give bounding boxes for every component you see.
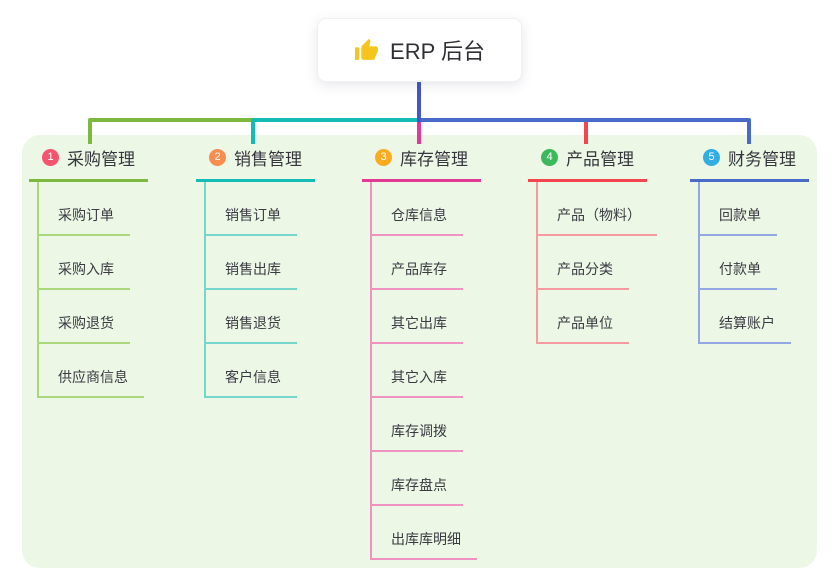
node-product-category[interactable]: 产品分类 <box>538 259 629 290</box>
node-customer-info[interactable]: 客户信息 <box>206 367 297 398</box>
node-row: 供应商信息 <box>39 344 191 398</box>
node-row: 采购退货 <box>39 290 191 344</box>
node-product-stock[interactable]: 产品库存 <box>372 259 463 290</box>
node-stock-count[interactable]: 库存盘点 <box>372 475 463 506</box>
branch-purchase-header[interactable]: 1 采购管理 <box>29 145 148 182</box>
node-row: 回款单 <box>700 182 839 236</box>
node-row: 客户信息 <box>206 344 358 398</box>
node-other-inbound[interactable]: 其它入库 <box>372 367 463 398</box>
root-node-label: ERP 后台 <box>390 39 485 64</box>
node-row: 出库库明细 <box>372 506 524 560</box>
node-other-outbound[interactable]: 其它出库 <box>372 313 463 344</box>
node-row: 库存调拨 <box>372 398 524 452</box>
branch-inventory: 3 库存管理 仓库信息 产品库存 其它出库 其它入库 库存调拨 库存盘点 <box>362 145 524 560</box>
node-outbound-detail[interactable]: 出库库明细 <box>372 529 477 560</box>
thumbs-up-icon <box>355 38 378 60</box>
branch-inventory-header[interactable]: 3 库存管理 <box>362 145 481 182</box>
branch-product-label: 产品管理 <box>566 150 634 169</box>
node-row: 采购入库 <box>39 236 191 290</box>
branch-finance-label: 财务管理 <box>728 150 796 169</box>
node-row: 仓库信息 <box>372 182 524 236</box>
root-node[interactable]: ERP 后台 <box>317 18 522 82</box>
node-purchase-return[interactable]: 采购退货 <box>39 313 130 344</box>
branch-product-children: 产品（物料） 产品分类 产品单位 <box>536 182 690 344</box>
node-row: 产品分类 <box>538 236 690 290</box>
branch-product: 4 产品管理 产品（物料） 产品分类 产品单位 <box>528 145 690 344</box>
node-product-material[interactable]: 产品（物料） <box>538 205 657 236</box>
node-sales-order[interactable]: 销售订单 <box>206 205 297 236</box>
node-receipt-order[interactable]: 回款单 <box>700 205 777 236</box>
node-row: 结算账户 <box>700 290 839 344</box>
branch-sales-label: 销售管理 <box>234 150 302 169</box>
branch-sales-children: 销售订单 销售出库 销售退货 客户信息 <box>204 182 358 398</box>
node-row: 其它出库 <box>372 290 524 344</box>
node-row: 产品库存 <box>372 236 524 290</box>
node-settlement-account[interactable]: 结算账户 <box>700 313 791 344</box>
branch-purchase-label: 采购管理 <box>67 150 135 169</box>
badge-1: 1 <box>42 149 59 166</box>
branch-finance-header[interactable]: 5 财务管理 <box>690 145 809 182</box>
node-row: 产品单位 <box>538 290 690 344</box>
node-warehouse-info[interactable]: 仓库信息 <box>372 205 463 236</box>
node-product-unit[interactable]: 产品单位 <box>538 313 629 344</box>
node-row: 采购订单 <box>39 182 191 236</box>
node-row: 库存盘点 <box>372 452 524 506</box>
branch-purchase: 1 采购管理 采购订单 采购入库 采购退货 供应商信息 <box>29 145 191 398</box>
node-row: 销售出库 <box>206 236 358 290</box>
node-row: 产品（物料） <box>538 182 690 236</box>
branch-sales: 2 销售管理 销售订单 销售出库 销售退货 客户信息 <box>196 145 358 398</box>
node-sales-outbound[interactable]: 销售出库 <box>206 259 297 290</box>
node-row: 销售订单 <box>206 182 358 236</box>
node-supplier-info[interactable]: 供应商信息 <box>39 367 144 398</box>
badge-3: 3 <box>375 149 392 166</box>
badge-2: 2 <box>209 149 226 166</box>
node-stock-transfer[interactable]: 库存调拨 <box>372 421 463 452</box>
badge-4: 4 <box>541 149 558 166</box>
node-row: 其它入库 <box>372 344 524 398</box>
branch-purchase-children: 采购订单 采购入库 采购退货 供应商信息 <box>37 182 191 398</box>
node-sales-return[interactable]: 销售退货 <box>206 313 297 344</box>
branches-panel <box>22 135 817 568</box>
node-row: 付款单 <box>700 236 839 290</box>
node-payment-order[interactable]: 付款单 <box>700 259 777 290</box>
badge-5: 5 <box>703 149 720 166</box>
branch-finance: 5 财务管理 回款单 付款单 结算账户 <box>690 145 839 344</box>
branch-inventory-children: 仓库信息 产品库存 其它出库 其它入库 库存调拨 库存盘点 出库库明细 <box>370 182 524 560</box>
node-purchase-order[interactable]: 采购订单 <box>39 205 130 236</box>
node-row: 销售退货 <box>206 290 358 344</box>
branch-product-header[interactable]: 4 产品管理 <box>528 145 647 182</box>
branch-sales-header[interactable]: 2 销售管理 <box>196 145 315 182</box>
branch-inventory-label: 库存管理 <box>400 150 468 169</box>
branch-finance-children: 回款单 付款单 结算账户 <box>698 182 839 344</box>
node-purchase-inbound[interactable]: 采购入库 <box>39 259 130 290</box>
